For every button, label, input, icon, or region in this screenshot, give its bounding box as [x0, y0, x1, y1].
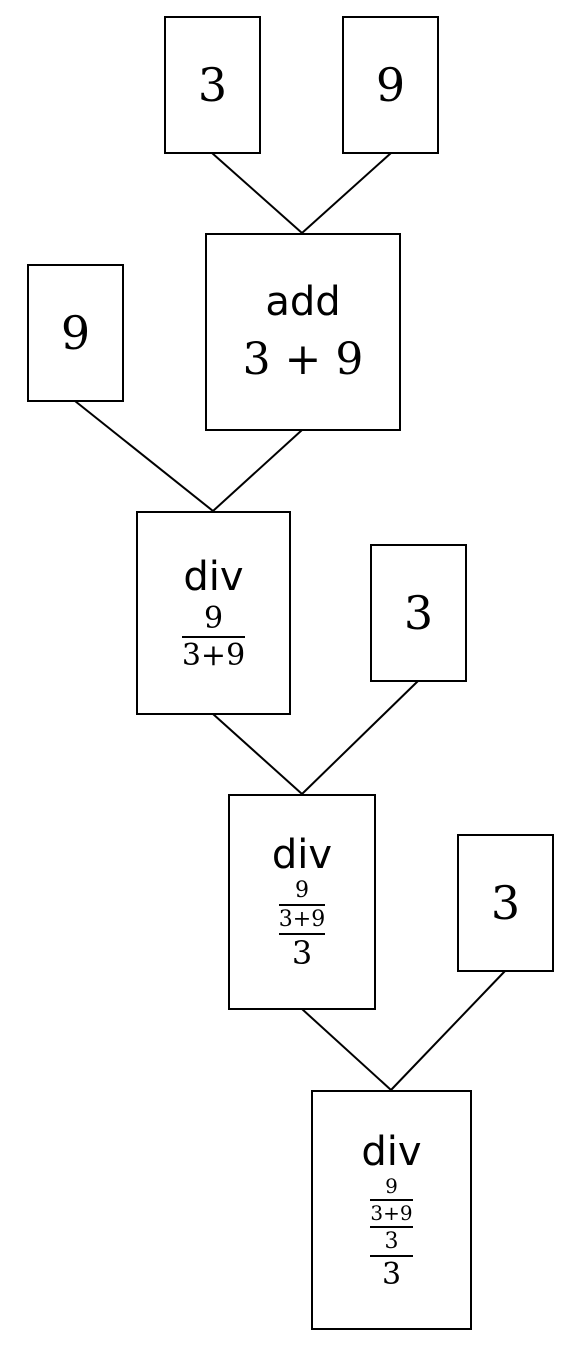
edge-3-to-div3	[390, 970, 506, 1091]
fraction-bar	[370, 1254, 413, 1257]
leaf-value: 3	[197, 58, 228, 112]
add-node: add 3 + 9	[205, 233, 401, 431]
leaf-node-3-low: 3	[457, 834, 554, 972]
div-node-2: div 9 3+9 3	[228, 794, 376, 1010]
leaf-node-9-left: 9	[27, 264, 124, 402]
inner-fraction: 9 3+9	[278, 878, 326, 933]
edge-div2-to-div3	[301, 1008, 392, 1091]
operator-label: div	[271, 832, 333, 879]
fraction-bar	[278, 933, 326, 936]
leaf-value: 3	[403, 586, 434, 640]
edge-3-to-add	[211, 152, 303, 234]
denominator: 3	[384, 1228, 399, 1254]
leaf-value: 9	[60, 306, 91, 360]
leaf-node-3-top: 3	[164, 16, 261, 154]
div-node-1: div 9 3+9	[136, 511, 291, 715]
numerator: 9	[385, 1173, 398, 1198]
denominator: 3+9	[370, 1200, 413, 1225]
fraction-bar	[278, 904, 326, 907]
edge-9-to-add	[301, 152, 392, 234]
fraction-expression: 9 3+9 3	[278, 878, 326, 973]
operator-label: div	[361, 1128, 422, 1175]
edge-div1-to-div2	[212, 713, 303, 795]
fraction-bar	[370, 1198, 413, 1201]
numerator: 9	[203, 600, 224, 636]
leaf-node-9-top: 9	[342, 16, 439, 154]
operator-label: div	[183, 553, 244, 600]
edge-add-to-div1	[212, 429, 303, 512]
denominator: 3	[381, 1256, 402, 1292]
numerator: 9	[295, 878, 309, 904]
div-node-3: div 9 3+9 3 3	[311, 1090, 472, 1330]
denominator: 3+9	[181, 638, 246, 673]
fraction-bar	[370, 1225, 413, 1228]
denominator: 3+9	[278, 907, 326, 933]
denominator: 3	[291, 934, 313, 973]
fraction-expression: 9 3+9 3 3	[370, 1173, 413, 1292]
leaf-value: 9	[375, 58, 406, 112]
inner-fraction: 9 3+9	[370, 1173, 413, 1225]
node-expression: 3 + 9	[242, 333, 364, 385]
middle-fraction: 9 3+9 3	[370, 1173, 413, 1254]
fraction-bar	[181, 636, 246, 638]
leaf-node-3-mid: 3	[370, 544, 467, 682]
edge-3-to-div2	[301, 680, 419, 795]
fraction-expression: 9 3+9	[181, 600, 246, 673]
edge-9-to-div1	[74, 400, 214, 512]
operator-label: add	[265, 278, 341, 325]
leaf-value: 3	[490, 876, 521, 930]
